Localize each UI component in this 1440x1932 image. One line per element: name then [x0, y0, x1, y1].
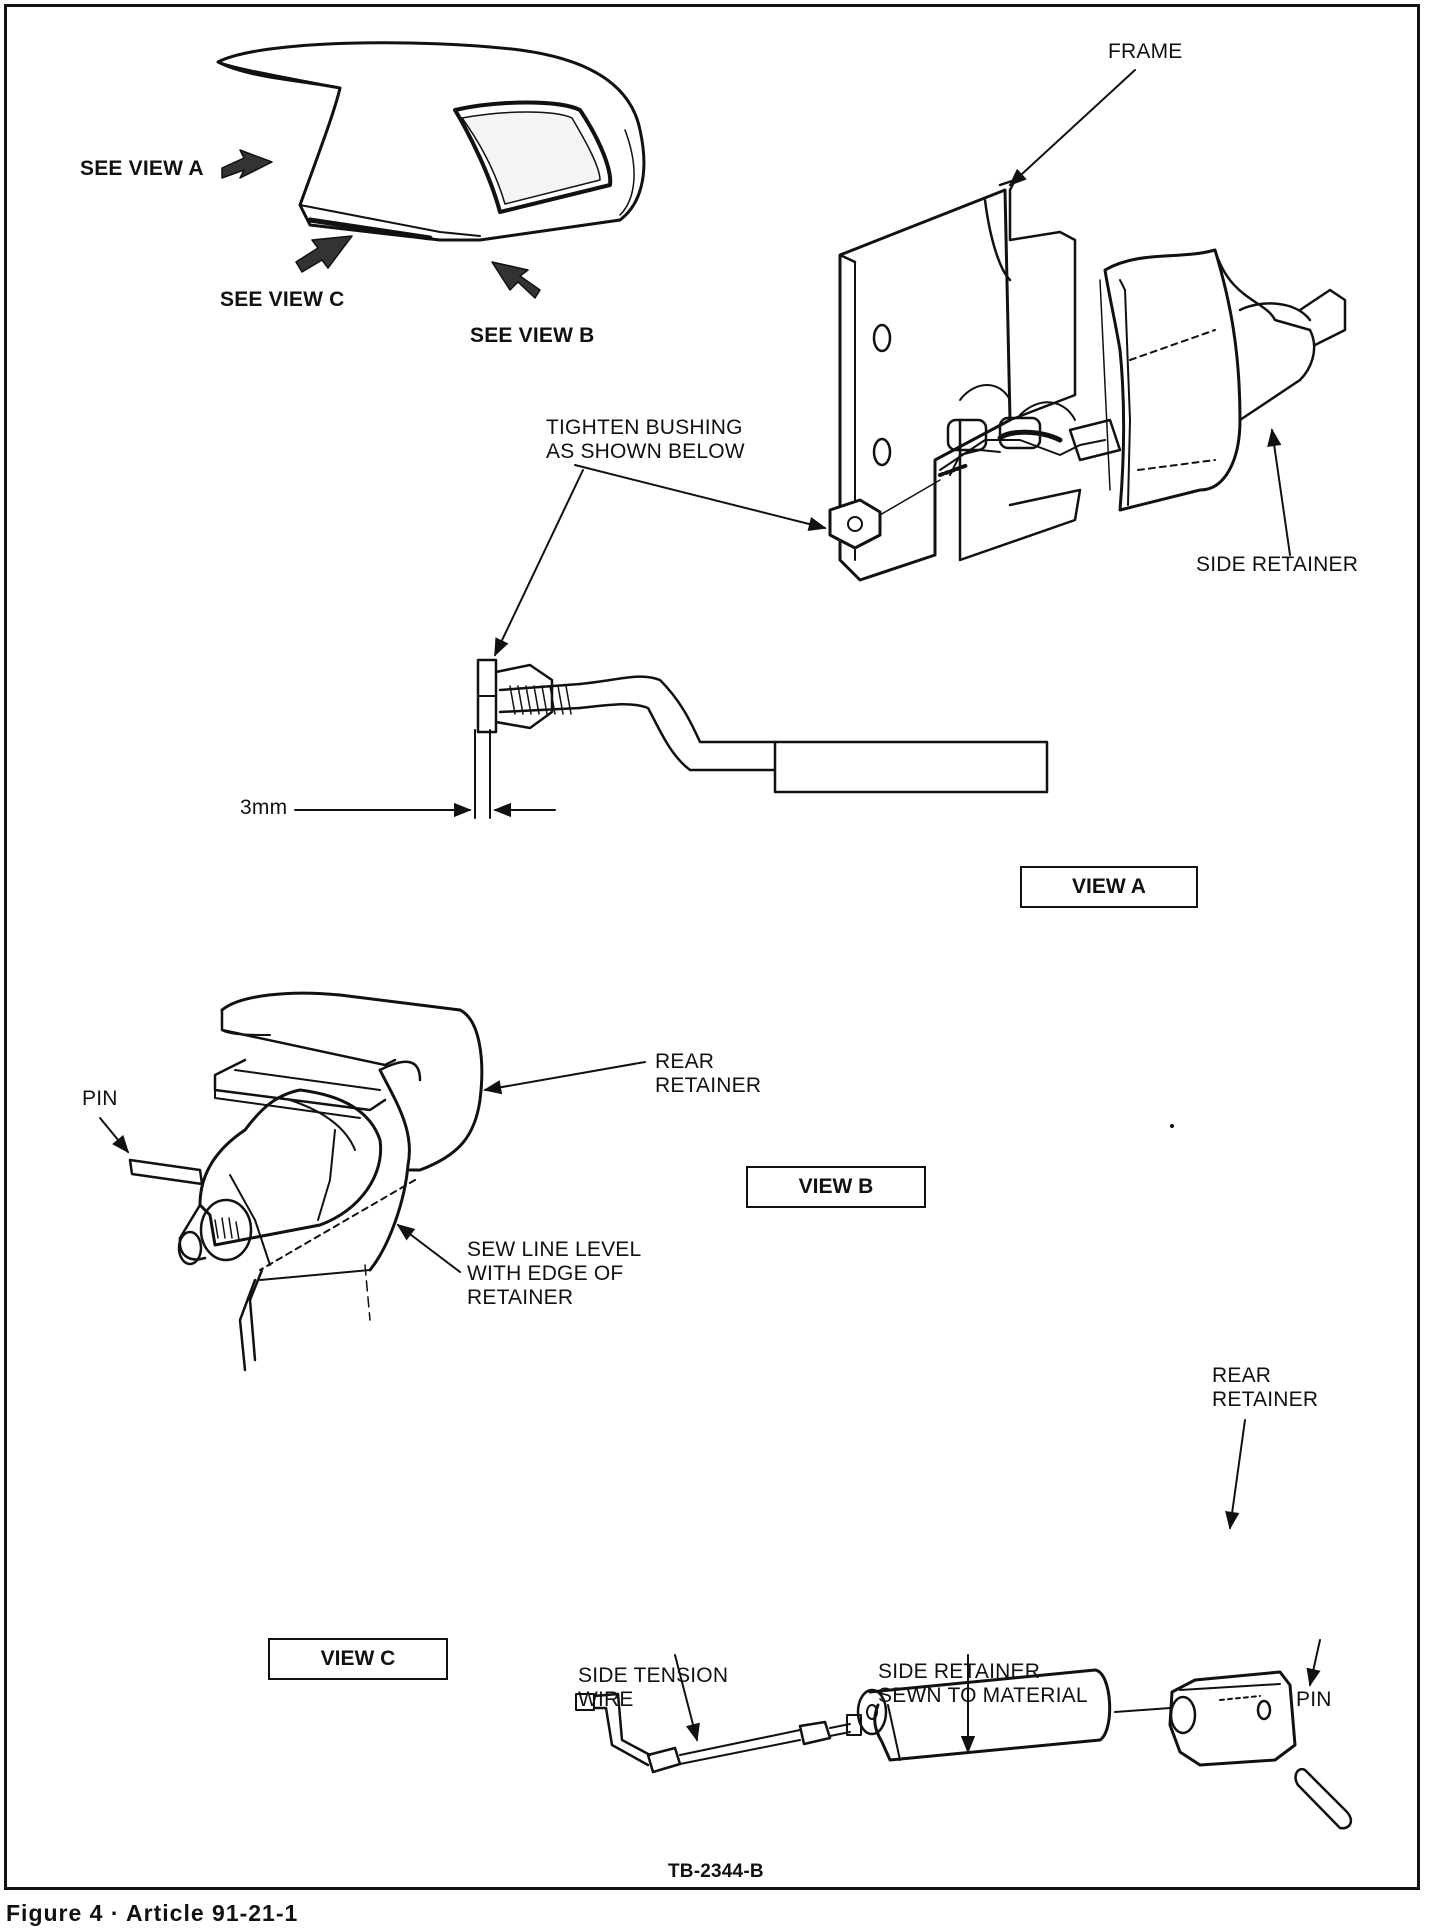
rear-retainer-view-c	[1168, 1670, 1297, 1767]
rear-retainer-b-leader	[483, 1061, 646, 1095]
stray-dot	[1170, 1124, 1174, 1128]
side-retainer-leader	[1267, 428, 1291, 556]
side-tension-wire	[575, 1692, 862, 1774]
view-b-box: VIEW B	[746, 1166, 926, 1208]
hardtop-overview	[216, 41, 646, 242]
bushing-detail	[294, 658, 1049, 819]
rear-retainer-view-b	[213, 991, 484, 1372]
sew-line-label: SEW LINE LEVEL WITH EDGE OF RETAINER	[467, 1238, 642, 1309]
dimension-label: 3mm	[240, 796, 288, 819]
side-retainer-sewn-label: SIDE RETAINER SEWN TO MATERIAL	[878, 1660, 1088, 1707]
side-tension-wire-label: SIDE TENSION WIRE	[578, 1664, 729, 1711]
bushing-assembly	[828, 416, 1122, 550]
figure-caption: Figure 4 · Article 91-21-1	[6, 1900, 299, 1926]
pin-view-c	[1294, 1767, 1353, 1830]
side-retainer-label: SIDE RETAINER	[1196, 553, 1359, 576]
side-retainer-tube-view-c	[856, 1668, 1171, 1762]
tension-wire-leader	[674, 1654, 700, 1742]
sew-line-leader	[396, 1223, 461, 1273]
rear-retainer-b-label: REAR RETAINER	[655, 1050, 762, 1097]
side-retainer-tube-view-b	[177, 1088, 383, 1266]
see-view-c-label: SEE VIEW C	[220, 288, 345, 311]
rear-retainer-c-label: REAR RETAINER	[1212, 1364, 1319, 1411]
see-view-a-label: SEE VIEW A	[80, 157, 204, 180]
view-a-arrow-icon	[221, 149, 273, 179]
tighten-bushing-leader	[574, 464, 827, 532]
view-c-box: VIEW C	[268, 1638, 448, 1680]
tighten-bushing-label: TIGHTEN BUSHING AS SHOWN BELOW	[546, 416, 745, 463]
frame-label: FRAME	[1108, 40, 1183, 63]
side-retainer-assembly	[1099, 248, 1347, 512]
figure-code: TB-2344-B	[668, 1861, 764, 1882]
rear-retainer-c-leader	[1225, 1419, 1246, 1530]
figure-border	[4, 4, 1420, 1890]
pin-c-leader	[1306, 1639, 1321, 1687]
pin-c-label: PIN	[1296, 1688, 1332, 1711]
view-a-box: VIEW A	[1020, 866, 1198, 908]
tighten-bushing-leader-2	[494, 469, 584, 657]
pin-b-label: PIN	[82, 1087, 118, 1110]
pin-view-b	[128, 1158, 204, 1186]
see-view-b-label: SEE VIEW B	[470, 324, 595, 347]
pin-b-leader	[99, 1117, 130, 1154]
frame-leader	[1008, 69, 1136, 187]
view-c-arrow-icon	[295, 235, 353, 273]
view-b-arrow-icon	[491, 261, 541, 299]
